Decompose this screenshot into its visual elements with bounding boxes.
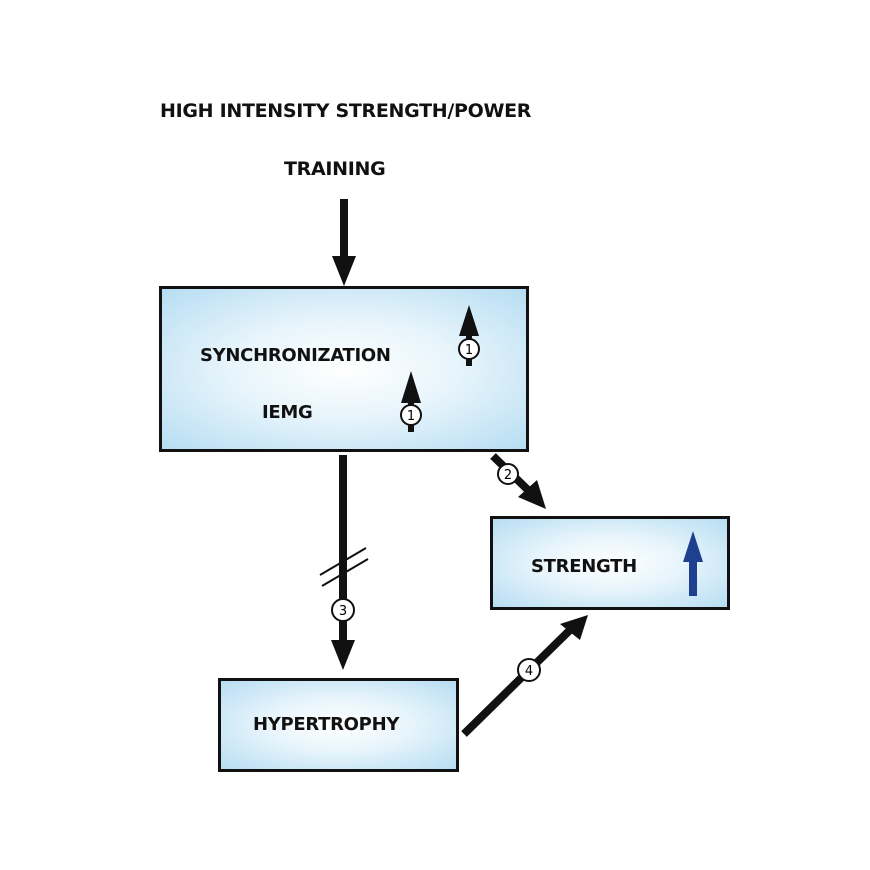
synchronization-label: SYNCHRONIZATION xyxy=(200,345,391,366)
strength-label: STRENGTH xyxy=(531,556,637,577)
hypertrophy-to-strength-arrow: 4 xyxy=(461,615,588,737)
training-to-neural-arrow xyxy=(332,199,356,286)
neural-to-strength-arrow: 2 xyxy=(490,453,546,509)
ref-1b-label: 1 xyxy=(407,409,415,424)
strength-increase-icon xyxy=(683,531,703,596)
neural-to-hypertrophy-arrow: 3 xyxy=(319,455,369,670)
diagram-title-line1: HIGH INTENSITY STRENGTH/POWER xyxy=(160,100,532,122)
diagram-title-line2: TRAINING xyxy=(284,158,386,180)
hypertrophy-label: HYPERTROPHY xyxy=(253,714,400,735)
synchronization-increase-icon: 1 xyxy=(458,305,480,366)
iemg-label: IEMG xyxy=(262,402,313,423)
iemg-increase-icon: 1 xyxy=(400,371,422,432)
ref-4-label: 4 xyxy=(525,664,533,679)
ref-1-label: 1 xyxy=(465,343,473,358)
ref-2-label: 2 xyxy=(504,468,512,483)
ref-3-label: 3 xyxy=(339,604,347,619)
hypertrophy-box: HYPERTROPHY xyxy=(218,678,459,772)
